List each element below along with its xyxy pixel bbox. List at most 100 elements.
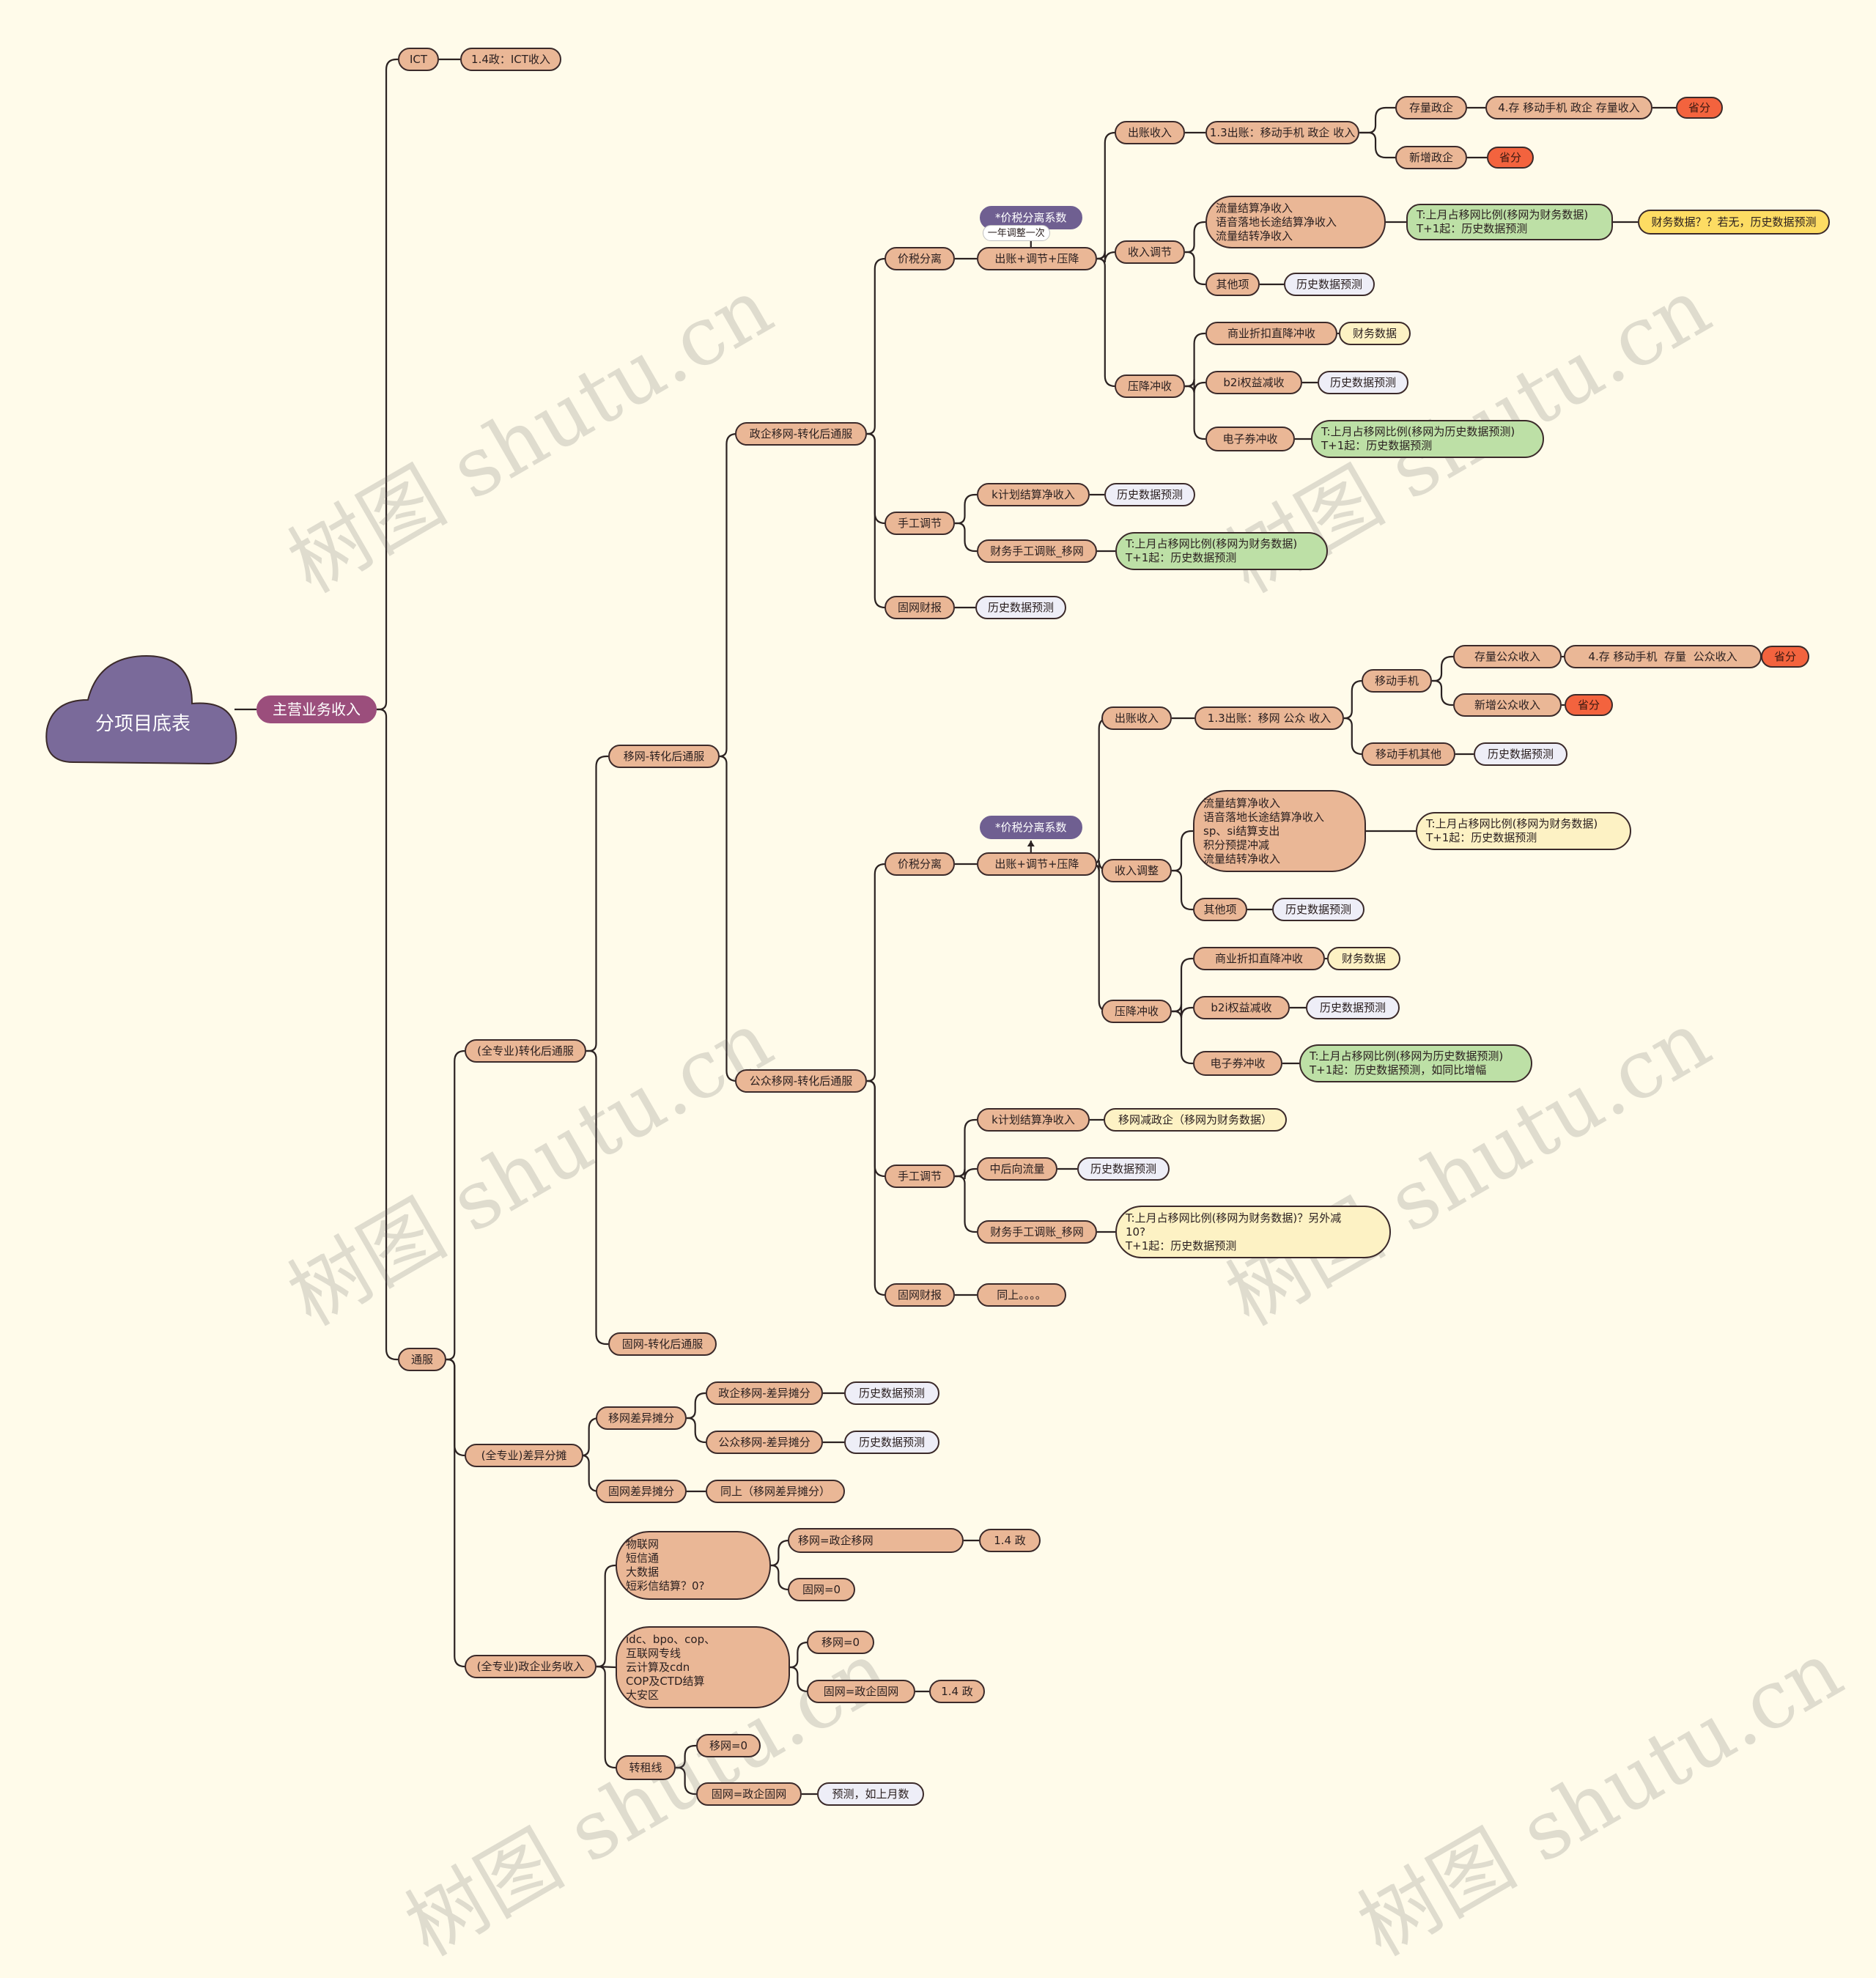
node-gwcy-v[interactable]: 同上（移网差异摊分） [706,1480,845,1503]
node-gwcy[interactable]: 固网差异摊分 [596,1480,687,1503]
tax-separation-coefficient-tag[interactable]: *价税分离系数 [979,816,1082,839]
connector [955,1167,977,1180]
node-z-xzzq-sf[interactable]: 省分 [1487,147,1534,169]
node-g-syzk[interactable]: 商业折扣直降冲收 [1193,947,1325,970]
node-z-clzq[interactable]: 存量政企 [1395,96,1467,119]
node-g-clgz-sf[interactable]: 省分 [1761,646,1809,668]
node-g-gwcc[interactable]: 固网财报 [885,1283,955,1307]
node-idc-yw[interactable]: 移网=0 [807,1631,874,1654]
node-gz-zh[interactable]: 公众移网-转化后通服 [735,1069,867,1093]
node-zzx-gw-v[interactable]: 预测，如上月数 [817,1782,924,1806]
node-z-clzq-4[interactable]: 4.存 移动手机 政企 存量收入 [1485,96,1652,119]
node-z-yjcs[interactable]: 压降冲收 [1115,374,1185,398]
node-z-kjh-ls[interactable]: 历史数据预测 [1104,483,1195,506]
node-z-jsfl[interactable]: 价税分离 [885,247,955,270]
node-gzcy-ls[interactable]: 历史数据预测 [844,1431,939,1454]
node-qzy-zqyw[interactable]: (全专业)政企业务收入 [465,1655,597,1678]
connector [955,1175,977,1233]
node-zzx[interactable]: 转租线 [616,1755,676,1780]
node-g-kjh[interactable]: k计划结算净收入 [977,1108,1090,1132]
node-z-dzq[interactable]: 电子券冲收 [1205,427,1295,451]
node-z-czsr[interactable]: 出账收入 [1115,121,1185,144]
node-z-srtj[interactable]: 收入调节 [1115,240,1185,264]
node-wlw[interactable]: 物联网 短信通 大数据 短彩信结算？0? [616,1531,771,1600]
node-main[interactable]: 主营业务收入 [256,695,377,723]
node-g-qtx-ls[interactable]: 历史数据预测 [1272,898,1364,921]
node-wlw-yw[interactable]: 移网=政企移网 [788,1528,964,1553]
node-zq-zh[interactable]: 政企移网-转化后通服 [735,422,867,446]
node-g-zhxll[interactable]: 中后向流量 [977,1157,1057,1181]
node-qzy-cyft[interactable]: (全专业)差异分摊 [465,1444,583,1467]
node-g-dzq-t[interactable]: T:上月占移网比例(移网为历史数据预测) T+1起：历史数据预测，如同比增幅 [1299,1044,1532,1082]
node-idc-gw-14[interactable]: 1.4 政 [929,1680,985,1703]
node-ict-1[interactable]: 1.4政：ICT收入 [460,48,561,71]
node-g-clgz-4[interactable]: 4.存 移动手机 存量 公众收入 [1564,645,1762,668]
node-z-qtx-ls[interactable]: 历史数据预测 [1284,273,1375,296]
connector [1432,655,1453,682]
node-g-b2i[interactable]: b2i权益减收 [1193,996,1290,1019]
node-z-xzzq[interactable]: 新增政企 [1395,146,1467,169]
node-g-cwsg-t[interactable]: T:上月占移网比例(移网为财务数据)？另外减 10? T+1起：历史数据预测 [1115,1206,1391,1258]
node-g-clgz[interactable]: 存量公众收入 [1453,645,1562,668]
node-gw-zh[interactable]: 固网-转化后通服 [608,1332,717,1356]
connector [1097,257,1115,388]
node-g-czsr-13[interactable]: 1.3出账：移网 公众 收入 [1194,706,1344,730]
node-z-syzk[interactable]: 商业折扣直降冲收 [1205,322,1337,345]
node-g-qtx[interactable]: 其他项 [1193,898,1247,921]
node-z-kjh[interactable]: k计划结算净收入 [977,483,1090,506]
node-g-xzgz-sf[interactable]: 省分 [1565,694,1613,716]
connector [446,1358,465,1457]
node-idc-gw[interactable]: 固网=政企固网 [807,1680,915,1703]
node-z-b2i[interactable]: b2i权益减收 [1205,371,1302,394]
node-z-gwcc[interactable]: 固网财报 [885,596,955,619]
node-wlw-yw-14[interactable]: 1.4 政 [979,1529,1041,1552]
node-z-ctp[interactable]: 出账+调节+压降 [977,247,1097,270]
node-gzcy[interactable]: 公众移网-差异摊分 [706,1431,823,1454]
node-g-czsr[interactable]: 出账收入 [1101,706,1172,730]
node-g-ctp[interactable]: 出账+调节+压降 [977,852,1097,876]
node-g-sgtj[interactable]: 手工调节 [885,1165,955,1188]
node-z-qtx[interactable]: 其他项 [1205,273,1260,296]
node-z-syzk-cw[interactable]: 财务数据 [1339,322,1411,345]
node-z-cwsg[interactable]: 财务手工调账_移网 [977,539,1097,563]
node-g-srtz-items[interactable]: 流量结算净收入 语音落地长途结算净收入 sp、si结算支出 积分预提冲减 流量结… [1193,790,1366,872]
node-g-srtz-t[interactable]: T:上月占移网比例(移网为财务数据) T+1起：历史数据预测 [1416,812,1631,850]
node-z-sgtj[interactable]: 手工调节 [885,512,955,535]
node-zqcy[interactable]: 政企移网-差异摊分 [706,1381,823,1405]
node-qzy-zh[interactable]: (全专业)转化后通服 [465,1039,586,1063]
node-z-czsr-13[interactable]: 1.3出账：移动手机 政企 收入 [1205,121,1359,144]
node-z-dzq-t[interactable]: T:上月占移网比例(移网为历史数据预测) T+1起：历史数据预测 [1311,420,1544,458]
node-g-zhxll-ls[interactable]: 历史数据预测 [1077,1157,1170,1181]
node-z-srtj-t[interactable]: T:上月占移网比例(移网为财务数据) T+1起：历史数据预测 [1406,204,1613,240]
node-tongfu[interactable]: 通服 [398,1348,446,1371]
node-z-cwsg-t[interactable]: T:上月占移网比例(移网为财务数据) T+1起：历史数据预测 [1115,532,1328,570]
node-z-b2i-ls[interactable]: 历史数据预测 [1318,371,1408,394]
node-g-ydsj[interactable]: 移动手机 [1362,669,1432,693]
node-g-dzq[interactable]: 电子券冲收 [1193,1051,1282,1076]
connector [1359,106,1395,134]
node-ywcy[interactable]: 移网差异摊分 [596,1406,687,1430]
node-g-gwcc-v[interactable]: 同上。。。。 [977,1283,1066,1307]
node-z-srtj-cw[interactable]: 财务数据？？若无，历史数据预测 [1638,210,1830,235]
node-z-clzq-sf[interactable]: 省分 [1676,97,1723,119]
node-g-ydqt-ls[interactable]: 历史数据预测 [1474,742,1567,766]
node-g-syzk-cw[interactable]: 财务数据 [1327,947,1400,970]
node-g-ydqt[interactable]: 移动手机其他 [1362,742,1455,766]
node-yw-zh[interactable]: 移网-转化后通服 [608,745,720,768]
node-wlw-gw[interactable]: 固网=0 [788,1578,855,1601]
node-g-yjcs[interactable]: 压降冲收 [1101,1000,1172,1023]
node-idc[interactable]: idc、bpo、cop、 互联网专线 云计算及cdn COP及CTD结算 大安区 [616,1626,790,1708]
node-z-srtj-items[interactable]: 流量结算净收入 语音落地长途结算净收入 流量结转净收入 [1205,196,1386,248]
node-z-gwcc-ls[interactable]: 历史数据预测 [975,596,1066,619]
node-g-kjh-v[interactable]: 移网减政企（移网为财务数据） [1104,1108,1287,1132]
node-zzx-gw[interactable]: 固网=政企固网 [696,1782,802,1806]
connector [867,1080,885,1178]
node-g-srtz[interactable]: 收入调整 [1101,859,1172,882]
node-g-cwsg[interactable]: 财务手工调账_移网 [977,1220,1097,1244]
node-g-jsfl[interactable]: 价税分离 [885,852,955,876]
node-zzx-yw[interactable]: 移网=0 [696,1734,761,1757]
node-g-xzgz[interactable]: 新增公众收入 [1453,693,1562,717]
node-ict[interactable]: ICT [398,48,439,71]
node-g-b2i-ls[interactable]: 历史数据预测 [1306,996,1400,1019]
node-zqcy-ls[interactable]: 历史数据预测 [844,1381,939,1405]
